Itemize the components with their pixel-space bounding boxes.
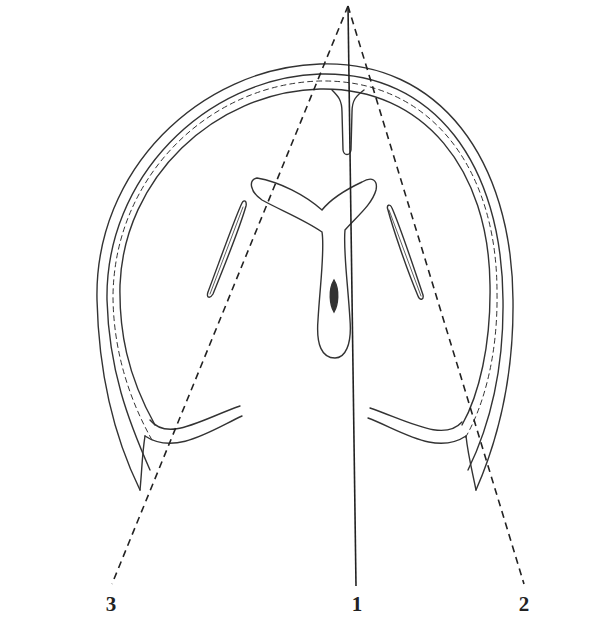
third-ventricle [330, 280, 338, 312]
probe-left [207, 201, 246, 297]
callout-number: 3 [106, 594, 117, 615]
inner-table [120, 89, 490, 425]
outer-table-inner-line [107, 74, 503, 470]
callout-number: 1 [352, 594, 363, 615]
falx [332, 90, 364, 155]
skull-base-right [368, 418, 466, 443]
ventricles [251, 178, 376, 358]
trajectory-right [348, 6, 524, 584]
probe-left-core [210, 207, 243, 294]
diploe [113, 81, 497, 440]
callout-number: 2 [519, 594, 530, 615]
skull-base-left [150, 406, 240, 429]
skull-base-left [145, 416, 242, 443]
neck-left [140, 436, 145, 490]
trajectory-midline [348, 6, 356, 586]
probe-right [387, 205, 423, 299]
trajectory-left [112, 6, 348, 584]
skull-base-right [370, 408, 462, 430]
probe-right-core [389, 210, 421, 296]
neck-right [466, 436, 476, 490]
outer-table [97, 64, 513, 490]
